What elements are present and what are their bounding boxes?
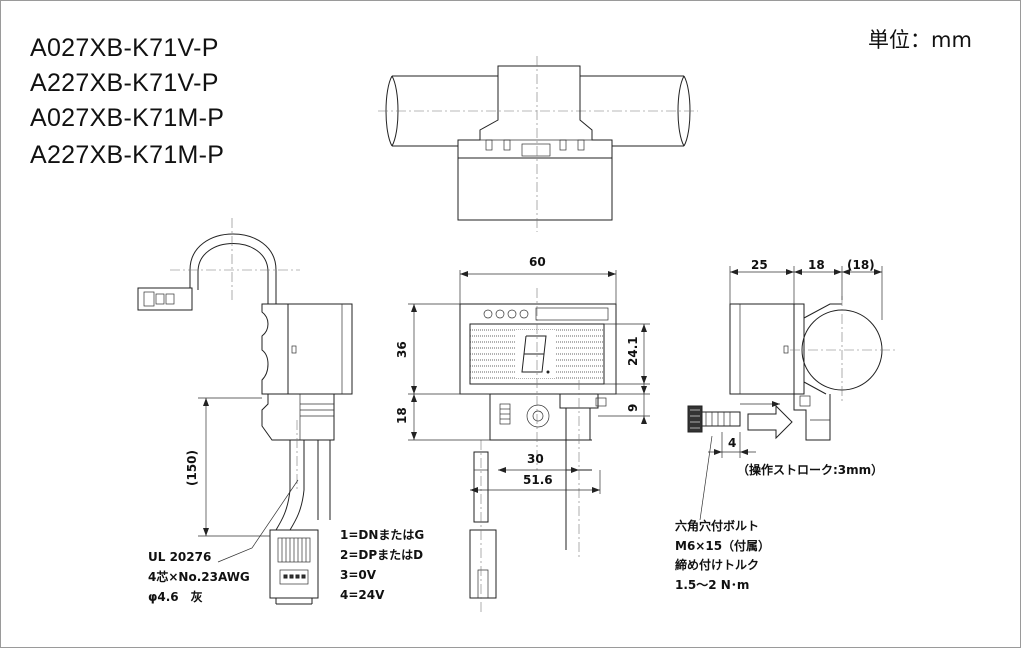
dim-height-18: 18 (395, 407, 409, 424)
dim-offset-9: 9 (626, 403, 640, 412)
cable-spec-line-3: φ4.6 灰 (148, 590, 203, 604)
dim-width-51-6: 51.6 (523, 473, 553, 487)
left-side-view (137, 218, 353, 605)
bolt-note-line-4: 1.5～2 N･m (675, 578, 750, 592)
model-name-4: A227XB-K71M-P (30, 141, 225, 169)
unit-label: 単位：mm (868, 28, 972, 52)
right-side-view (687, 266, 896, 521)
dim-stroke-4: 4 (728, 436, 737, 450)
dim-height-36: 36 (395, 341, 409, 358)
dim-side-18: 18 (808, 258, 825, 272)
model-name-1: A027XB-K71V-P (30, 34, 219, 62)
cable-spec-line-2: 4芯×No.23AWG (148, 570, 250, 584)
top-view (378, 56, 698, 232)
bolt-note-line-3: 締め付けトルク (675, 558, 760, 572)
dim-pitch-30: 30 (527, 452, 544, 466)
bolt-note-line-1: 六角穴付ボルト (675, 519, 760, 533)
pin-assignment-2: 2=DPまたはD (340, 548, 424, 562)
dim-display-24-1: 24.1 (626, 336, 640, 366)
pin-assignment-4: 4=24V (340, 588, 385, 602)
pin-assignment-1: 1=DNまたはG (340, 528, 425, 542)
dim-cable-150: (150) (185, 449, 199, 486)
cable-spec-line-1: UL 20276 (148, 550, 212, 564)
model-name-3: A027XB-K71M-P (30, 104, 225, 132)
front-view (408, 270, 650, 612)
stroke-note: （操作ストローク:3mm） (737, 463, 884, 477)
dim-side-25: 25 (751, 258, 768, 272)
bolt-note-line-2: M6×15（付属） (675, 539, 771, 553)
dim-side-18-ref: (18) (847, 258, 875, 272)
dim-width-60: 60 (529, 255, 546, 269)
pin-assignment-3: 3=0V (340, 568, 377, 582)
model-name-2: A227XB-K71V-P (30, 69, 219, 97)
